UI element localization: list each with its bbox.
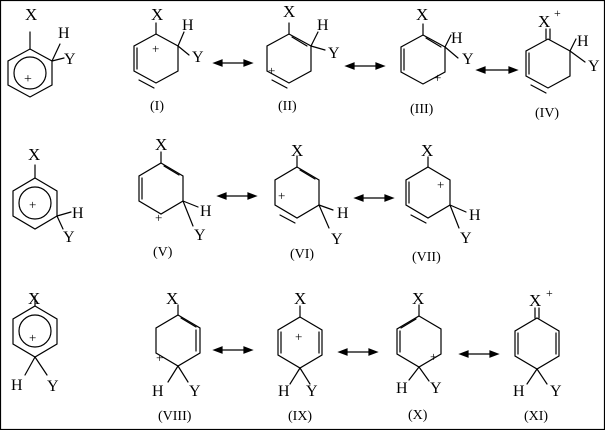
resonance-arrow: [212, 346, 254, 354]
hybrid-para: X H Y +: [11, 289, 59, 395]
plus-sign: +: [29, 197, 36, 212]
atom-y: Y: [460, 230, 472, 247]
plus-sign: +: [437, 177, 444, 192]
hybrid-ortho: X H Y +: [7, 5, 76, 98]
label-v: (V): [153, 245, 173, 260]
atom-x: X: [28, 145, 40, 164]
plus-sign: +: [278, 188, 285, 203]
atom-h: H: [58, 25, 70, 42]
atom-y: Y: [306, 383, 318, 400]
resonance-arrow: [353, 194, 395, 202]
atom-y: Y: [462, 51, 474, 68]
atom-y: Y: [194, 227, 206, 244]
atom-h: H: [469, 207, 481, 224]
atom-x: X: [25, 5, 37, 24]
hybrid-meta: X H Y +: [12, 145, 84, 246]
resonance-arrow: [475, 66, 519, 74]
atom-y: Y: [189, 383, 201, 400]
atom-h: H: [182, 17, 194, 34]
plus-sign: +: [268, 63, 275, 78]
atom-h: H: [337, 205, 349, 222]
label-i: (I): [150, 99, 164, 114]
atom-h: H: [451, 30, 463, 47]
resonance-arrow: [458, 350, 500, 358]
structure-ii: X H Y + (II): [266, 2, 340, 114]
atom-y: Y: [588, 58, 600, 75]
label-iv: (IV): [535, 106, 559, 121]
atom-h: H: [577, 33, 589, 50]
atom-h: H: [200, 203, 212, 220]
atom-h: H: [11, 377, 23, 394]
atom-h: H: [72, 205, 84, 222]
structure-i: X H Y + (I): [133, 5, 204, 114]
label-ix: (IX): [288, 409, 312, 424]
plus-sign: +: [155, 210, 162, 225]
resonance-arrow: [216, 192, 258, 200]
atom-y: Y: [63, 229, 75, 246]
label-xi: (XI): [524, 409, 548, 424]
plus-sign: +: [24, 72, 32, 87]
label-iii: (III): [410, 102, 434, 117]
plus-sign: +: [430, 349, 437, 364]
plus-sign: +: [546, 286, 553, 300]
label-vi: (VI): [290, 247, 314, 262]
resonance-arrow: [212, 59, 254, 67]
structure-vi: X H Y + (VI): [274, 141, 349, 262]
atom-h: H: [278, 383, 290, 400]
label-viii: (VIII): [158, 409, 192, 424]
plus-sign: +: [152, 41, 159, 56]
atom-h: H: [152, 383, 164, 400]
atom-y: Y: [192, 49, 204, 66]
atom-x: X: [538, 12, 550, 31]
structure-vii: X H Y + (VII): [405, 141, 481, 265]
label-vii: (VII): [412, 250, 441, 265]
atom-y: Y: [64, 51, 76, 68]
structure-xi: X + H Y (XI): [513, 286, 562, 424]
atom-x: X: [291, 141, 303, 160]
atom-h: H: [317, 17, 329, 34]
label-x: (X): [408, 408, 428, 423]
resonance-arrow: [344, 62, 386, 70]
atom-x: X: [166, 289, 178, 308]
plus-sign: +: [554, 6, 561, 20]
structure-viii: X H Y + (VIII): [152, 289, 201, 424]
atom-h: H: [396, 380, 408, 397]
atom-x: X: [151, 5, 163, 24]
resonance-arrow: [337, 348, 379, 356]
atom-y: Y: [328, 45, 340, 62]
atom-x: X: [294, 289, 306, 308]
structure-ix: X H Y + (IX): [277, 289, 323, 424]
structure-v: X H Y + (V): [138, 135, 212, 260]
atom-x: X: [28, 289, 40, 308]
atom-x: X: [283, 2, 295, 21]
atom-x: X: [421, 141, 433, 160]
atom-x: X: [412, 289, 424, 308]
atom-y: Y: [47, 378, 59, 395]
atom-y: Y: [550, 383, 562, 400]
plus-sign: +: [434, 70, 441, 85]
plus-sign: +: [295, 329, 302, 344]
atom-x: X: [416, 5, 428, 24]
plus-sign: +: [29, 330, 36, 345]
atom-h: H: [513, 383, 525, 400]
plus-sign: +: [156, 350, 163, 365]
atom-y: Y: [430, 380, 442, 397]
atom-x: X: [155, 135, 167, 154]
structure-iii: X H Y + (III): [400, 5, 474, 117]
atom-x: X: [529, 291, 541, 310]
atom-y: Y: [331, 231, 343, 248]
structure-x: X H Y + (X): [396, 289, 442, 423]
structure-iv: X + H Y (IV): [525, 6, 600, 121]
label-ii: (II): [278, 99, 297, 114]
